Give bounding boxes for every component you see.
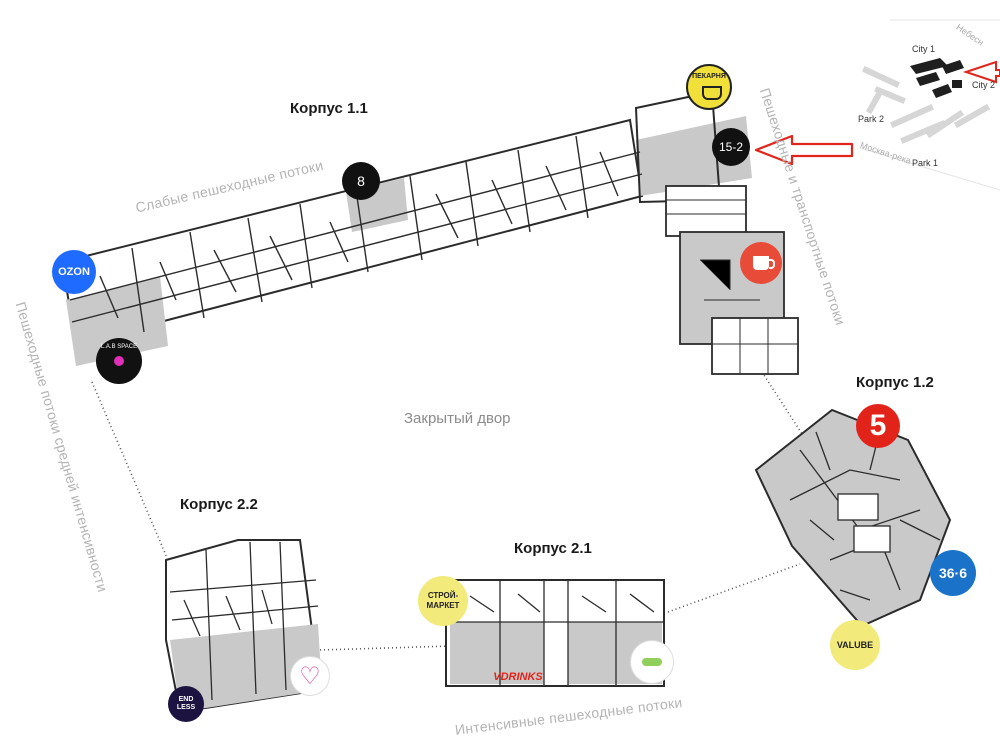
minimap [859, 19, 1000, 191]
building-label-2-2: Корпус 2.2 [180, 496, 258, 513]
unit-15-2-label: 15-2 [718, 140, 744, 154]
valube-label: VALUBE [836, 640, 874, 650]
pharmacy-logo[interactable]: 36·6 [930, 550, 976, 596]
building-1-2 [754, 408, 952, 628]
connector-building [665, 185, 799, 375]
vdrinks-label: VDRINKS [493, 671, 543, 683]
coffee-cup-icon [753, 256, 775, 270]
building-2-1 [445, 579, 665, 687]
unit-15-2-marker[interactable]: 15-2 [712, 128, 750, 166]
coffee-logo[interactable] [740, 242, 782, 284]
stroy-market-label: СТРОЙ- МАРКЕТ [426, 591, 460, 610]
lab-space-dot-icon [114, 356, 124, 366]
minimap-city2-label: City 2 [972, 80, 996, 90]
stroy-market-logo[interactable]: СТРОЙ- МАРКЕТ [418, 576, 468, 626]
ozon-label: OZON [58, 266, 90, 278]
unit-8-marker[interactable]: 8 [342, 162, 380, 200]
building-label-1-2: Корпус 1.2 [856, 374, 934, 391]
endless-logo[interactable]: END LESS [168, 686, 204, 722]
pharmacy-label: 36·6 [938, 565, 968, 581]
lab-space-logo[interactable]: L.A.B SPACE [96, 338, 142, 384]
building-1-1 [60, 90, 752, 366]
heart-icon: ♡ [299, 662, 321, 690]
heart-logo[interactable]: ♡ [290, 656, 330, 696]
walkway-paths [91, 371, 807, 651]
valube-logo[interactable]: VALUBE [830, 620, 880, 670]
building-2-2 [165, 539, 322, 714]
pyaterochka-logo[interactable]: 5 [856, 404, 900, 448]
vdrinks-logo[interactable]: VDRINKS [492, 664, 544, 690]
minimap-city1-label: City 1 [912, 44, 936, 54]
courtyard-label: Закрытый двор [404, 410, 511, 427]
building-label-2-1: Корпус 2.1 [514, 540, 592, 557]
pyaterochka-label: 5 [869, 409, 887, 442]
unit-8-label: 8 [357, 173, 365, 189]
grocery-logo[interactable] [630, 640, 674, 684]
building-label-1-1: Корпус 1.1 [290, 100, 368, 117]
bakery-logo[interactable]: ПЕКАРНЯ [686, 64, 732, 110]
lab-space-label: L.A.B SPACE [100, 344, 138, 350]
minimap-park1-label: Park 1 [912, 158, 939, 168]
ozon-logo[interactable]: OZON [52, 250, 96, 294]
bakery-label: ПЕКАРНЯ [692, 73, 726, 80]
minimap-park2-label: Park 2 [858, 114, 885, 124]
grocery-leaf-icon [642, 658, 662, 666]
endless-label: END LESS [176, 696, 196, 711]
unit-15-2-arrow [754, 134, 854, 166]
bakery-cup-icon [702, 86, 722, 100]
